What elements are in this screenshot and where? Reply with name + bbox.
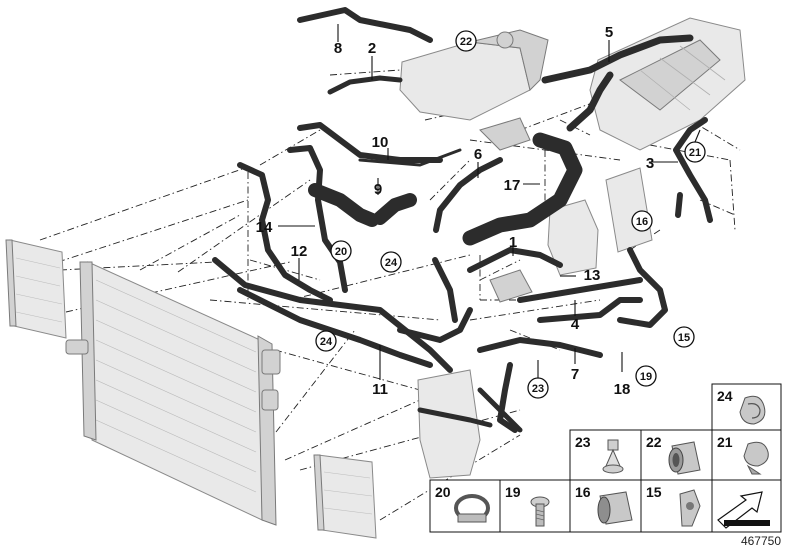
callout-4: 4 — [571, 316, 580, 333]
callouts: 1 2 3 4 5 6 7 8 9 10 11 12 13 14 17 18 — [256, 24, 655, 398]
callout-7: 7 — [571, 366, 579, 383]
radiator — [65, 261, 281, 526]
circled-callout-22: 22 — [455, 30, 477, 52]
spring-clip-21-icon — [743, 441, 769, 475]
legend-label-21: 21 — [717, 434, 733, 450]
callout-12: 12 — [291, 243, 308, 260]
circled-callout-24-lower: 24 — [315, 330, 337, 352]
svg-text:20: 20 — [335, 246, 347, 258]
legend-label-15: 15 — [646, 484, 662, 500]
svg-text:15: 15 — [678, 332, 690, 344]
direction-arrow-icon — [717, 491, 770, 529]
circled-callout-15: 15 — [673, 326, 695, 348]
circled-callout-16: 16 — [631, 210, 653, 232]
callout-5: 5 — [605, 24, 613, 41]
legend-label-24: 24 — [717, 388, 733, 404]
svg-text:19: 19 — [640, 371, 652, 383]
callout-8: 8 — [334, 40, 342, 57]
oil-cooler — [605, 167, 653, 253]
leader-lines — [278, 24, 701, 380]
svg-text:21: 21 — [689, 147, 701, 159]
hose-connector-22-icon — [668, 441, 701, 475]
circled-callout-20: 20 — [330, 240, 352, 262]
bolt-19-icon — [530, 496, 550, 527]
callout-2: 2 — [368, 40, 376, 57]
svg-text:23: 23 — [532, 383, 544, 395]
callout-1: 1 — [509, 234, 517, 251]
legend-label-20: 20 — [435, 484, 451, 500]
legend-label-16: 16 — [575, 484, 591, 500]
hose-sleeve-16-icon — [597, 491, 633, 525]
circled-callout-24-upper: 24 — [380, 251, 402, 273]
callout-17: 17 — [504, 177, 521, 194]
diagram-reference-number: 467750 — [741, 534, 781, 548]
callout-9: 9 — [374, 181, 382, 198]
callout-11: 11 — [372, 381, 388, 398]
thermostat-housing — [479, 117, 533, 303]
svg-text:24: 24 — [320, 336, 333, 348]
coolant-reservoir — [547, 199, 599, 276]
svg-text:16: 16 — [636, 216, 648, 228]
legend-label-19: 19 — [505, 484, 521, 500]
expansion-tank — [399, 29, 549, 121]
circled-callouts: 22 21 16 20 24 24 15 19 — [315, 30, 706, 399]
circled-callout-23: 23 — [527, 377, 549, 399]
right-auxiliary-cooler — [313, 454, 377, 539]
lower-coolant-tank — [417, 369, 481, 479]
hose-clamp-24-icon — [739, 395, 766, 425]
callout-13: 13 — [584, 267, 601, 284]
callout-14: 14 — [256, 219, 273, 236]
circled-callout-21: 21 — [684, 141, 706, 163]
band-clamp-20-icon — [454, 494, 490, 523]
parts-legend: 24 23 22 21 20 19 16 15 — [429, 383, 782, 533]
left-auxiliary-cooler — [5, 239, 67, 339]
callout-6: 6 — [474, 146, 482, 163]
push-clip-23-icon — [602, 439, 624, 474]
circled-callout-19: 19 — [635, 365, 657, 387]
hoses — [212, 7, 713, 433]
legend-label-22: 22 — [646, 434, 662, 450]
callout-10: 10 — [372, 134, 389, 151]
legend-label-23: 23 — [575, 434, 591, 450]
bracket-clip-15-icon — [679, 489, 701, 527]
callout-18: 18 — [614, 381, 631, 398]
callout-3: 3 — [646, 155, 654, 172]
svg-text:22: 22 — [460, 36, 472, 48]
svg-text:24: 24 — [385, 257, 398, 269]
